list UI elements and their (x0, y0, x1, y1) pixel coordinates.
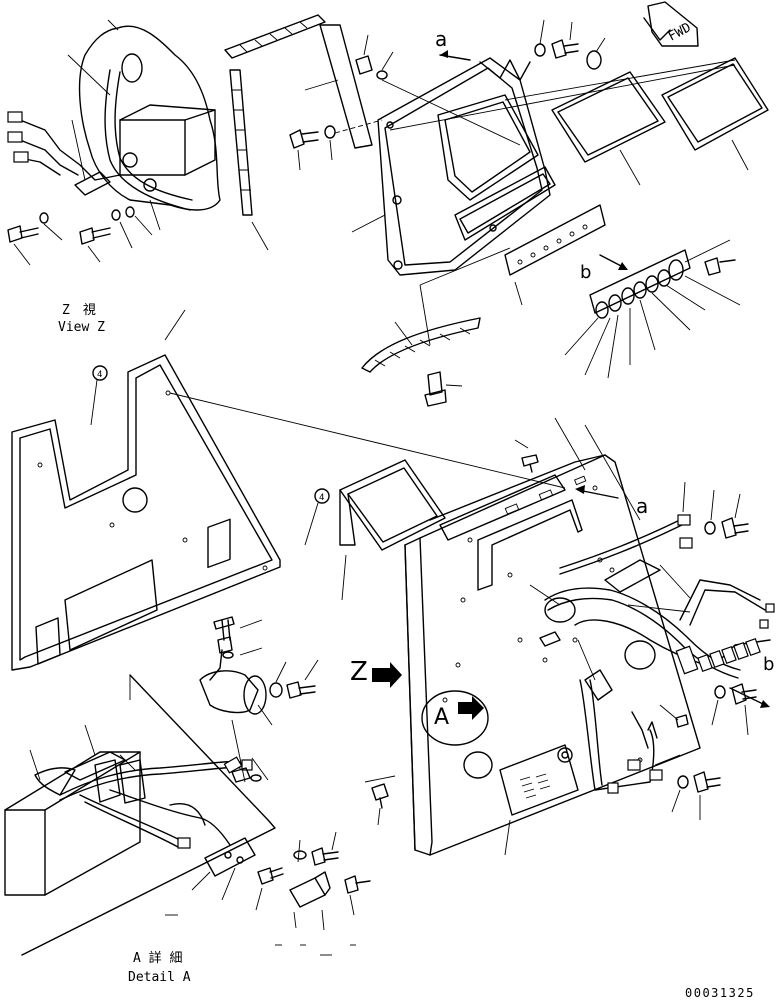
bolt-set-left (7, 206, 153, 266)
reference-lines-top (334, 59, 736, 146)
view-z-jp: Z 視 (62, 303, 96, 318)
side-panel-view-z (11, 309, 281, 671)
arrow-label-a-top: a (435, 27, 447, 51)
detail-a-en: Detail A (128, 970, 191, 985)
cover-plate (339, 459, 446, 601)
main-console (404, 417, 701, 856)
mark-center-text: 4 (319, 493, 324, 503)
detail-a-assembly (4, 616, 371, 956)
part-mark-center: 4 (304, 488, 330, 546)
fwd-label: FWD (666, 20, 694, 44)
detail-a-caption: A 詳 細 Detail A (128, 950, 191, 985)
rubber-strips (224, 14, 373, 251)
hose-assembly (7, 19, 221, 231)
fwd-indicator: FWD (643, 1, 699, 47)
arrow-label-a-mid: a (636, 494, 648, 518)
arrow-label-b-top: b (580, 262, 591, 283)
arrow-label-a-detail: A (434, 705, 449, 730)
mark-left-text: 4 (97, 370, 102, 380)
reference-line-z (169, 392, 566, 489)
switch-harness (361, 247, 511, 407)
view-arrow-b-right: b (729, 654, 774, 708)
view-arrow-a-mid: a (575, 485, 648, 518)
sensor-harness (577, 639, 757, 820)
glass-panels (551, 57, 769, 186)
top-screw (514, 439, 539, 473)
detail-a-callout: A (421, 690, 489, 746)
view-z-caption: Z 視 View Z (58, 303, 105, 335)
detail-a-jp: A 詳 細 (133, 950, 182, 966)
view-arrow-a-top: a (435, 27, 471, 61)
arrow-label-b-right: b (763, 654, 774, 675)
main-harness (529, 424, 775, 701)
view-arrow-z: Z (350, 657, 402, 688)
small-fasteners-top (289, 34, 394, 171)
right-bracket (559, 481, 749, 575)
console-foot-bolt (364, 775, 396, 826)
part-mark-left: 4 (90, 365, 108, 426)
drawing-number: 00031325 (685, 986, 755, 1000)
switch-panel (504, 204, 741, 379)
view-z-en: View Z (58, 320, 105, 335)
console-cover (351, 57, 556, 276)
screw-set-top (534, 19, 606, 70)
view-arrow-b-top: b (580, 254, 628, 283)
arrow-label-z: Z (350, 657, 368, 687)
